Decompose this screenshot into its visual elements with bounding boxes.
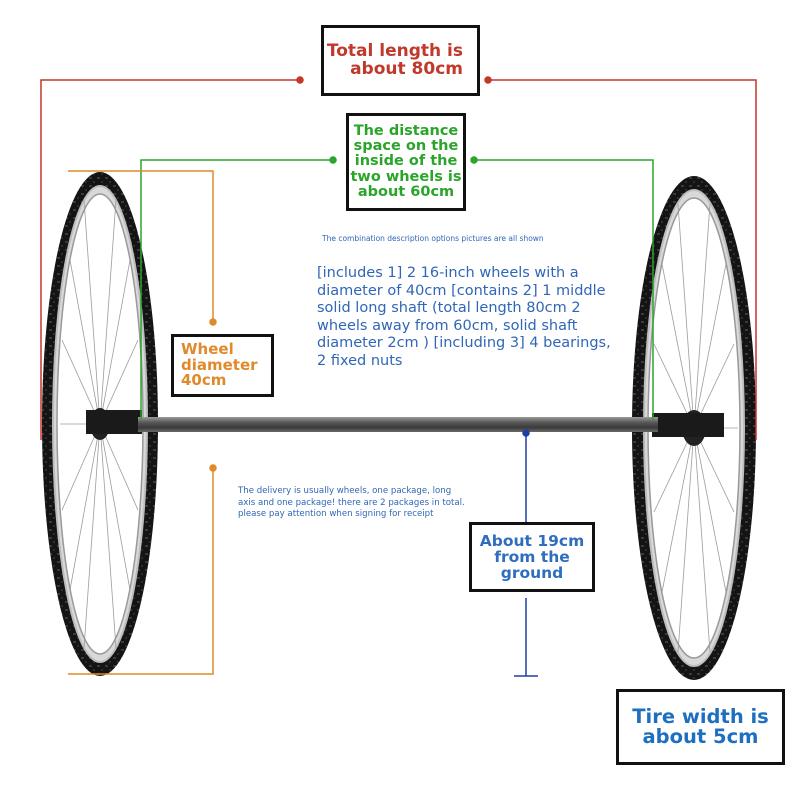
ground-clearance-label: About 19cm from the ground [469,522,595,592]
wheel-distance-label: The distance space on the inside of the … [346,113,466,211]
total-length-indicator [40,76,757,440]
package-contents-text: [includes 1] 2 16-inch wheels with a dia… [317,265,611,369]
tire-width-label: Tire width is about 5cm [616,689,785,765]
axle-shaft [86,410,724,437]
ground-clearance-indicator [514,429,538,677]
delivery-note: The delivery is usually wheels, one pack… [238,486,465,519]
total-length-label: Total length is about 80cm [321,25,480,96]
wheel-diameter-indicator [68,170,217,675]
combination-note: The combination description options pict… [322,234,544,243]
wheel-diameter-label: Wheel diameter 40cm [171,334,274,397]
inner-distance-indicator [140,156,654,420]
